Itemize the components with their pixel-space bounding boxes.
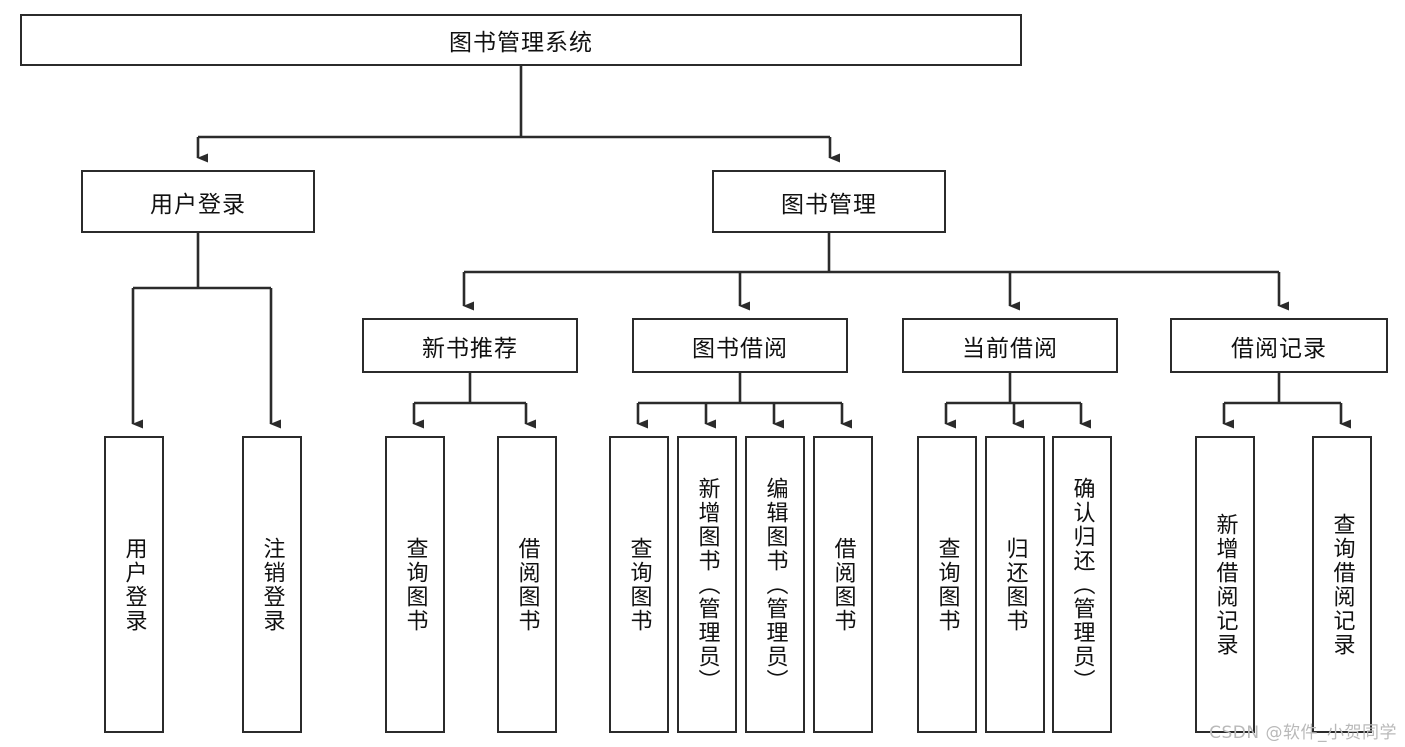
leaf-label: 借阅图书 [830, 536, 856, 633]
leaf-add-book[interactable]: 新增图书（管理员） [677, 436, 737, 733]
leaf-borrow-book-2[interactable]: 借阅图书 [813, 436, 873, 733]
watermark: CSDN @软件_小贺同学 [1209, 723, 1397, 743]
leaf-label: 查询借阅记录 [1329, 512, 1355, 657]
leaf-label: 确认归还（管理员） [1069, 476, 1095, 693]
leaf-label: 新增图书（管理员） [694, 476, 720, 693]
leaf-edit-book[interactable]: 编辑图书（管理员） [745, 436, 805, 733]
node-book-borrow[interactable]: 图书借阅 [632, 318, 848, 373]
leaf-label: 查询图书 [626, 536, 652, 633]
node-current-borrow[interactable]: 当前借阅 [902, 318, 1118, 373]
leaf-label: 查询图书 [934, 536, 960, 633]
leaf-label: 归还图书 [1002, 536, 1028, 633]
leaf-query-book-2[interactable]: 查询图书 [609, 436, 669, 733]
leaf-logout[interactable]: 注销登录 [242, 436, 302, 733]
node-root[interactable]: 图书管理系统 [20, 14, 1022, 66]
node-borrow-record[interactable]: 借阅记录 [1170, 318, 1388, 373]
leaf-add-record[interactable]: 新增借阅记录 [1195, 436, 1255, 733]
leaf-label: 新增借阅记录 [1212, 512, 1238, 657]
leaf-label: 注销登录 [259, 536, 285, 633]
leaf-return-book[interactable]: 归还图书 [985, 436, 1045, 733]
leaf-query-book-1[interactable]: 查询图书 [385, 436, 445, 733]
node-user-login[interactable]: 用户登录 [81, 170, 315, 233]
node-book-manage[interactable]: 图书管理 [712, 170, 946, 233]
leaf-query-record[interactable]: 查询借阅记录 [1312, 436, 1372, 733]
leaf-query-book-3[interactable]: 查询图书 [917, 436, 977, 733]
leaf-confirm-return[interactable]: 确认归还（管理员） [1052, 436, 1112, 733]
leaf-label: 编辑图书（管理员） [762, 476, 788, 693]
leaf-label: 查询图书 [402, 536, 428, 633]
leaf-label: 借阅图书 [514, 536, 540, 633]
leaf-label: 用户登录 [121, 536, 147, 633]
leaf-borrow-book-1[interactable]: 借阅图书 [497, 436, 557, 733]
node-new-book-rec[interactable]: 新书推荐 [362, 318, 578, 373]
leaf-user-login[interactable]: 用户登录 [104, 436, 164, 733]
